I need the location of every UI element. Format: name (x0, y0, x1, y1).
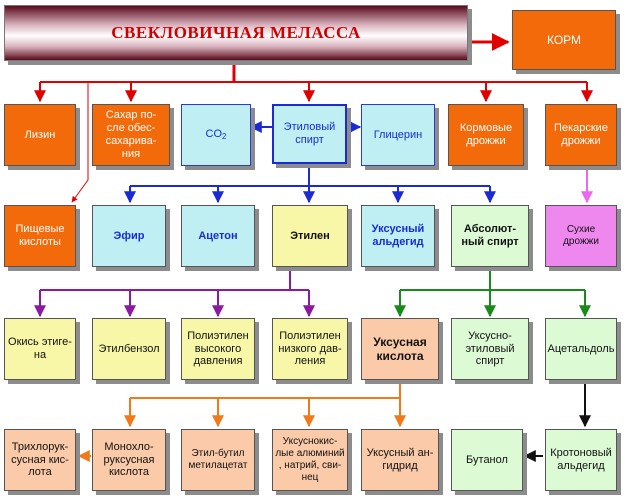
box-trihloruksusnaya: Трихлорук- сусная кис- лота (4, 429, 76, 491)
box-absolyutny-spirt: Абсолют- ный спирт (451, 205, 529, 267)
co2-text: CO2 (205, 128, 227, 142)
box-uksusny-aldegid: Уксусный альдегид (361, 205, 435, 267)
box-uksusnokislye: Уксуснокис- лые алюминий , натрий, сви- … (272, 429, 348, 491)
box-co2: CO2 (181, 104, 251, 166)
box-polietilen-vd: Полиэтилен высокого давления (181, 318, 255, 380)
box-aceton: Ацетон (181, 205, 255, 267)
box-etilbenzol: Этилбензол (92, 318, 166, 380)
box-uksusno-etilovy-spirt: Уксусно- этиловый спирт (451, 318, 529, 380)
box-acetaldol: Ацетальдоль (545, 318, 617, 380)
box-glicerin: Глицерин (361, 104, 435, 166)
box-lizin: Лизин (4, 104, 76, 166)
box-butanol: Бутанол (451, 429, 523, 491)
box-uksusny-angidrid: Уксусный ан- гидрид (361, 429, 439, 491)
box-etilovy-spirt: Этиловый спирт (272, 104, 347, 164)
box-kormovye-drozhzhi: Кормовые дрожжи (448, 104, 524, 166)
box-etil-butil-metilacetat: Этил-бутил метилацетат (181, 429, 255, 491)
box-korm: КОРМ (512, 10, 616, 70)
box-uksusnaya-kislota: Уксусная кислота (361, 318, 439, 380)
box-efir: Эфир (92, 205, 166, 267)
box-monohloruksusnaya: Монохло- руксусная кислота (92, 429, 166, 491)
box-suhie-drozhzhi: Сухие дрожжи (545, 205, 617, 267)
box-okis-etilena: Окись этиге- на (4, 318, 76, 380)
box-etilen: Этилен (272, 205, 348, 267)
box-krotonovy-aldegid: Кротоновый альдегид (545, 429, 617, 491)
box-sahar: Сахар по- сле обес- сахарива- ния (92, 104, 170, 166)
box-pischevye-kisloty: Пищевые кислоты (4, 205, 76, 267)
box-pekarskie-drozhzhi: Пекарские дрожжи (545, 104, 617, 166)
box-polietilen-nd: Полиэтилен низкого дав- ления (272, 318, 348, 380)
diagram-title: СВЕКЛОВИЧНАЯ МЕЛАССА (4, 5, 468, 61)
